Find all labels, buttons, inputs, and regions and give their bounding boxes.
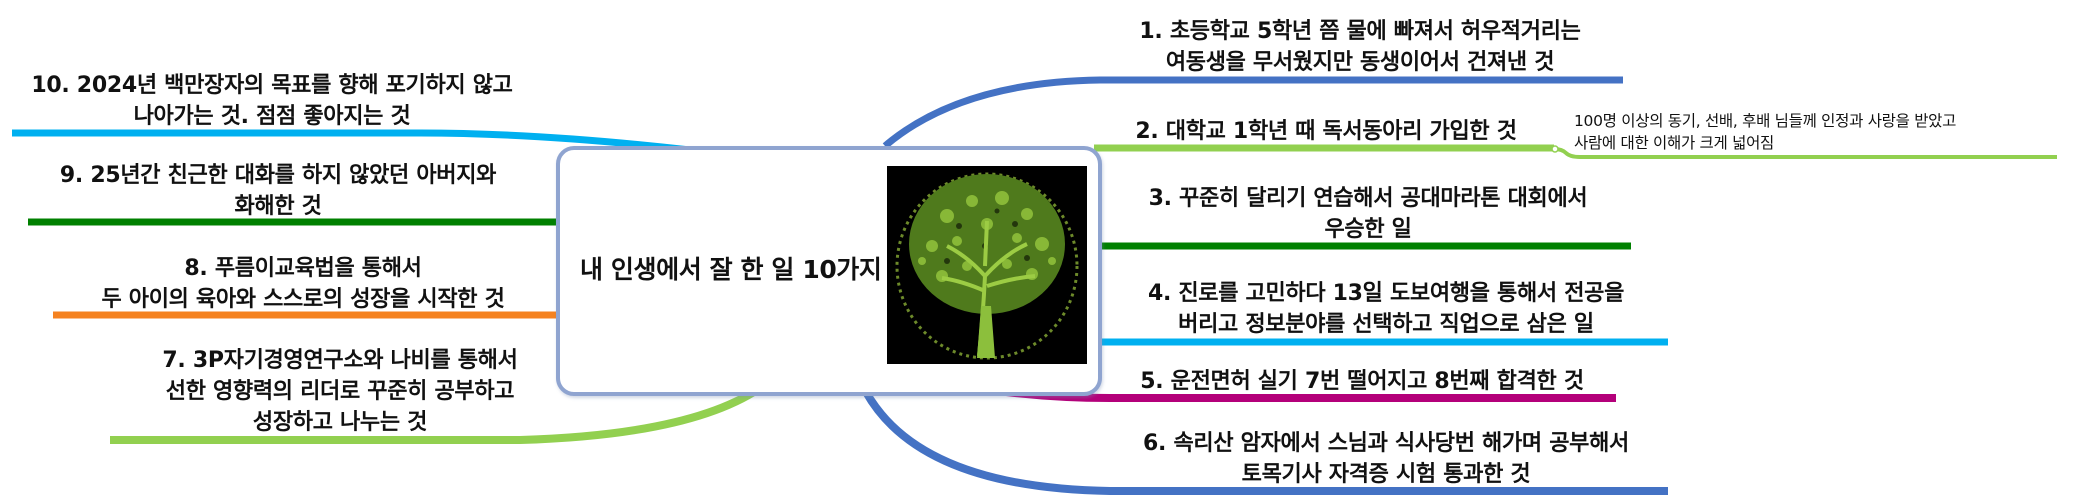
- branch-3-line-2: 우승한 일: [1324, 217, 1412, 242]
- branch-4-line-1: 4. 진로를 고민하다 13일 도보여행을 통해서 전공을: [1147, 281, 1625, 306]
- branch-8-line-2: 두 아이의 육아와 스스로의 성장을 시작한 것: [101, 287, 505, 312]
- branch-label-4[interactable]: 4. 진로를 고민하다 13일 도보여행을 통해서 전공을 버리고 정보분야를 …: [1108, 278, 1664, 340]
- branch-label-5[interactable]: 5. 운전면허 실기 7번 떨어지고 8번째 합격한 것: [1108, 366, 1616, 397]
- branch-9-line-1: 9. 25년간 친근한 대화를 하지 않았던 아버지와: [59, 163, 497, 188]
- branch-6-line-1: 6. 속리산 암자에서 스님과 식사당번 해가며 공부해서: [1143, 431, 1629, 456]
- branch-3-line-1: 3. 꾸준히 달리기 연습해서 공대마라톤 대회에서: [1148, 186, 1588, 211]
- branch-label-2[interactable]: 2. 대학교 1학년 때 독서동아리 가입한 것: [1100, 116, 1552, 147]
- note-connector-dot: [1551, 145, 1559, 153]
- branch-line-6[interactable]: [862, 390, 1668, 495]
- branch-label-9[interactable]: 9. 25년간 친근한 대화를 하지 않았던 아버지와 화해한 것: [28, 160, 528, 222]
- branch-8-line-1: 8. 푸름이교육법을 통해서: [184, 256, 422, 281]
- branch-2-line-1: 2. 대학교 1학년 때 독서동아리 가입한 것: [1135, 119, 1517, 144]
- branch-label-3[interactable]: 3. 꾸준히 달리기 연습해서 공대마라톤 대회에서 우승한 일: [1108, 183, 1628, 245]
- branch-1-line-1: 1. 초등학교 5학년 쯤 물에 빠져서 허우적거리는: [1139, 19, 1581, 44]
- branch-label-7[interactable]: 7. 3P자기경영연구소와 나비를 통해서 선한 영향력의 리더로 꾸준히 공부…: [110, 345, 570, 438]
- branch-7-line-2: 선한 영향력의 리더로 꾸준히 공부하고: [165, 379, 515, 404]
- branch-5-line-1: 5. 운전면허 실기 7번 떨어지고 8번째 합격한 것: [1140, 369, 1584, 394]
- branch-7-line-1: 7. 3P자기경영연구소와 나비를 통해서: [162, 348, 518, 373]
- branch-line-7[interactable]: [110, 384, 763, 444]
- branch-6-line-2: 토목기사 자격증 시험 통과한 것: [1241, 462, 1531, 487]
- tree-icon: [887, 166, 1087, 364]
- tree-image: [887, 166, 1087, 364]
- branch-10-line-2: 나아가는 것. 점점 좋아지는 것: [133, 104, 411, 129]
- branch-label-8[interactable]: 8. 푸름이교육법을 통해서 두 아이의 육아와 스스로의 성장을 시작한 것: [53, 253, 553, 315]
- branch-label-1[interactable]: 1. 초등학교 5학년 쯤 물에 빠져서 허우적거리는 여동생을 무서웠지만 동…: [1100, 16, 1620, 78]
- branch-2-note-line-1: 100명 이상의 동기, 선배, 후배 님들께 인정과 사랑을 받았고: [1574, 112, 1957, 130]
- central-topic-title: 내 인생에서 잘 한 일 10가지: [580, 255, 882, 284]
- branch-1-line-2: 여동생을 무서웠지만 동생이어서 건져낸 것: [1165, 50, 1555, 75]
- branch-4-line-2: 버리고 정보분야를 선택하고 직업으로 삼은 일: [1178, 312, 1594, 337]
- branch-line-1[interactable]: [882, 76, 1623, 149]
- branch-9-line-2: 화해한 것: [234, 194, 322, 219]
- branch-label-6[interactable]: 6. 속리산 암자에서 스님과 식사당번 해가며 공부해서 토목기사 자격증 시…: [1108, 428, 1664, 490]
- branch-10-line-1: 10. 2024년 백만장자의 목표를 향해 포기하지 않고: [31, 73, 513, 98]
- branch-2-note[interactable]: 100명 이상의 동기, 선배, 후배 님들께 인정과 사랑을 받았고 사람에 …: [1574, 110, 1956, 154]
- branch-2-note-line-2: 사람에 대한 이해가 크게 넓어짐: [1574, 134, 1774, 152]
- branch-label-10[interactable]: 10. 2024년 백만장자의 목표를 향해 포기하지 않고 나아가는 것. 점…: [12, 70, 532, 132]
- central-topic[interactable]: 내 인생에서 잘 한 일 10가지: [556, 146, 1102, 396]
- branch-7-line-3: 성장하고 나누는 것: [252, 410, 428, 435]
- branch-line-10[interactable]: [12, 129, 691, 154]
